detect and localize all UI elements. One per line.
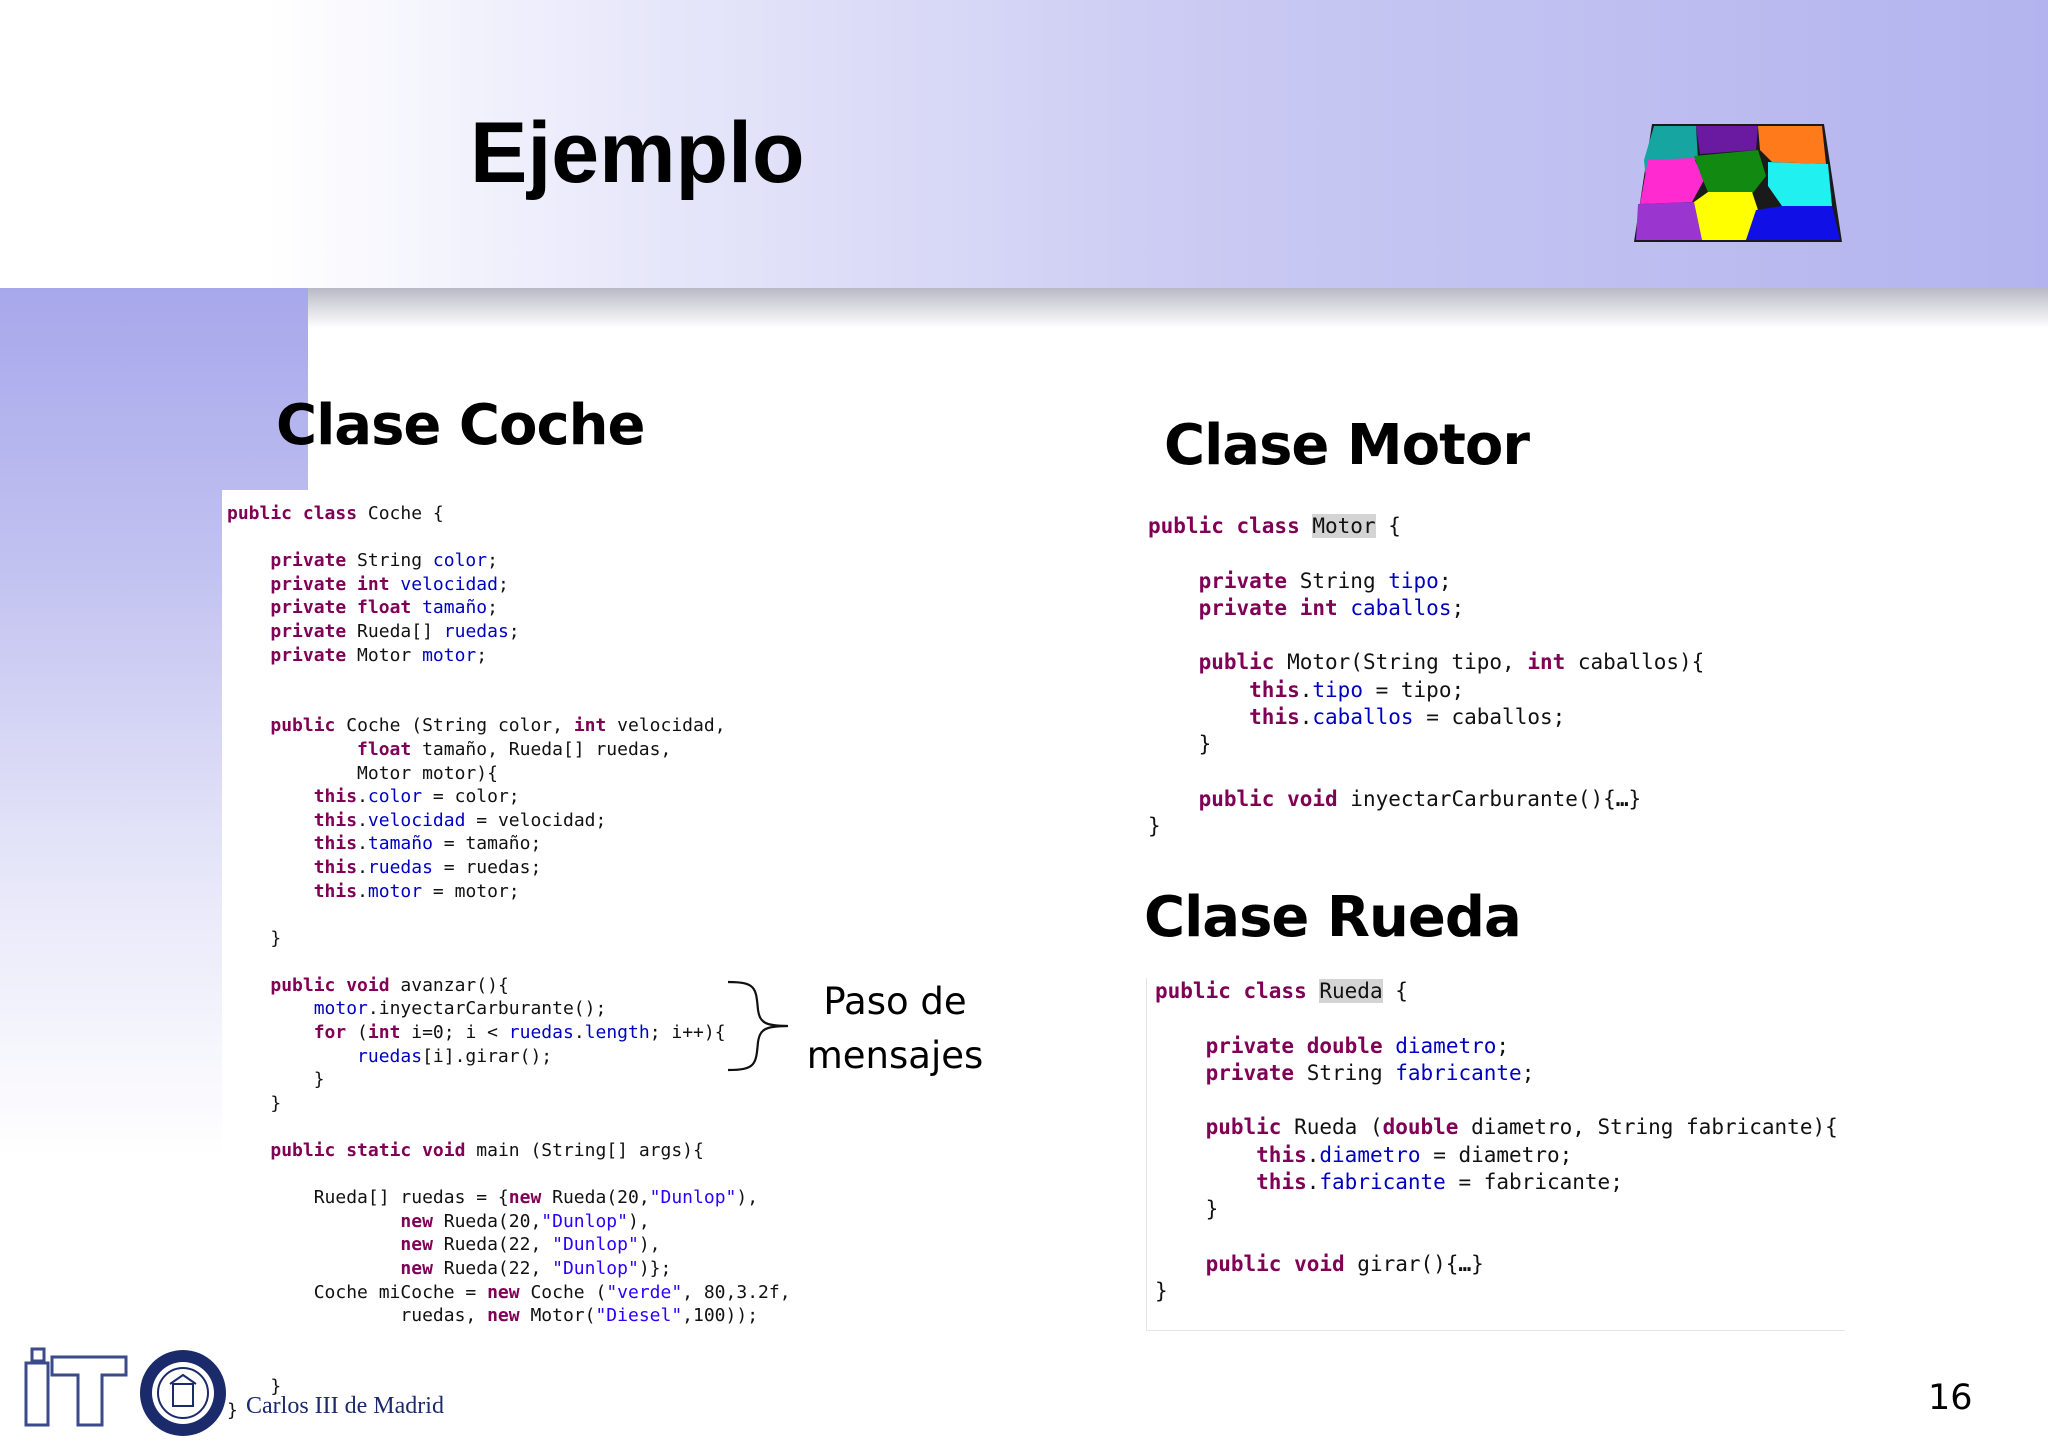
code-line: this.ruedas = ruedas; <box>313 856 542 878</box>
code-panel-rueda: public class Rueda { private double diam… <box>1146 978 1845 1331</box>
code-line: private float tamaño; <box>270 597 498 619</box>
university-seal-icon <box>140 1350 226 1436</box>
code-line: private double diametro; <box>1205 1033 1510 1058</box>
code-line: public void inyectarCarburante(){…} <box>1198 786 1642 811</box>
code-line: ruedas[i].girar(); <box>357 1045 553 1067</box>
code-line: this.fabricante = fabricante; <box>1256 1170 1623 1195</box>
code-line: } <box>270 1375 282 1397</box>
heading-clase-motor: Clase Motor <box>1164 413 1530 478</box>
code-line: private String fabricante; <box>1205 1060 1535 1085</box>
header-shadow <box>0 288 2048 328</box>
code-rueda: public class Rueda { private double diam… <box>1147 978 1845 1306</box>
heading-clase-rueda: Clase Rueda <box>1144 885 1522 950</box>
code-line: for (int i=0; i < ruedas.length; i++){ <box>313 1022 726 1044</box>
code-line: this.caballos = caballos; <box>1249 705 1566 730</box>
code-line: } <box>1148 814 1161 839</box>
page-number: 16 <box>1928 1378 1973 1418</box>
annotation-line-1: Paso de <box>823 980 967 1023</box>
curly-brace-icon <box>727 980 789 1072</box>
annotation-paso-de-mensajes: Paso de mensajes <box>790 975 1000 1083</box>
code-line: public class Coche { <box>227 503 444 524</box>
code-panel-coche: public class Coche { private String colo… <box>222 490 814 1421</box>
code-line: this.color = color; <box>313 786 520 808</box>
code-line: } <box>270 927 282 949</box>
code-line: public Motor(String tipo, int caballos){ <box>1198 650 1705 675</box>
code-line: ruedas, new Motor("Diesel",100)); <box>400 1305 759 1327</box>
code-line: new Rueda(22, "Dunlop")}; <box>400 1258 672 1279</box>
code-line: this.motor = motor; <box>313 880 520 902</box>
code-line: new Rueda(20,"Dunlop"), <box>400 1210 650 1232</box>
code-line: } <box>1198 732 1212 757</box>
code-line: motor.inyectarCarburante(); <box>313 998 607 1020</box>
code-line: Motor motor){ <box>357 762 498 784</box>
code-line: } <box>270 1092 282 1114</box>
code-line: public class Motor { <box>1148 514 1401 538</box>
code-line: public Coche (String color, int velocida… <box>270 715 726 737</box>
header-white-area <box>0 0 265 288</box>
code-line: new Rueda(22, "Dunlop"), <box>400 1234 661 1256</box>
code-line: this.tamaño = tamaño; <box>313 833 542 855</box>
code-line: public static void main (String[] args){ <box>270 1140 704 1162</box>
code-line: } <box>227 1399 238 1421</box>
code-line: } <box>1205 1197 1219 1222</box>
puzzle-logo-icon <box>1634 124 1842 242</box>
code-line: } <box>313 1069 325 1091</box>
code-line: private String tipo; <box>1198 568 1452 593</box>
code-panel-motor: public class Motor { private String tipo… <box>1140 505 1760 857</box>
heading-clase-coche: Clase Coche <box>276 393 646 458</box>
code-line: public void girar(){…} <box>1205 1251 1484 1276</box>
code-line: Rueda[] ruedas = {new Rueda(20,"Dunlop")… <box>313 1187 759 1209</box>
code-line: public void avanzar(){ <box>270 974 509 996</box>
code-line: Coche miCoche = new Coche ("verde", 80,3… <box>313 1281 791 1303</box>
code-line: private Motor motor; <box>270 644 488 666</box>
code-line: public class Rueda { <box>1155 979 1408 1003</box>
code-line: private String color; <box>270 550 498 572</box>
code-line: this.tipo = tipo; <box>1249 677 1465 702</box>
code-motor: public class Motor { private String tipo… <box>1140 505 1760 841</box>
annotation-line-2: mensajes <box>806 1034 984 1077</box>
code-line: float tamaño, Rueda[] ruedas, <box>357 738 672 760</box>
code-coche: public class Coche { private String colo… <box>222 490 814 1422</box>
code-line: } <box>1155 1279 1168 1304</box>
code-line: private int caballos; <box>1198 595 1465 620</box>
code-line: public Rueda (double diametro, String fa… <box>1205 1115 1838 1140</box>
university-name: Carlos III de Madrid <box>246 1393 444 1419</box>
code-line: private int velocidad; <box>270 573 509 595</box>
slide-title: Ejemplo <box>470 105 805 201</box>
code-line: this.velocidad = velocidad; <box>313 809 607 831</box>
it-department-logo-icon <box>24 1347 128 1427</box>
code-line: this.diametro = diametro; <box>1256 1142 1573 1167</box>
code-line: private Rueda[] ruedas; <box>270 620 520 642</box>
